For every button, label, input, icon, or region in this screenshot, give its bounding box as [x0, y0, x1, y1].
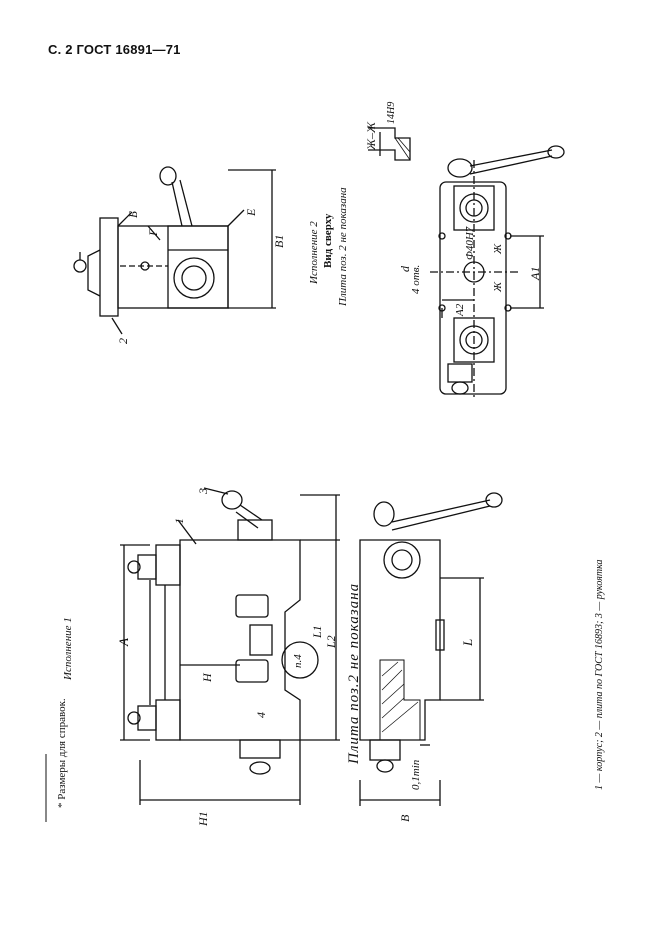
dim-h1: H1 — [196, 811, 210, 826]
front-view-variant-1 — [120, 487, 340, 805]
variant-1-label: Исполнение 1 — [62, 617, 74, 680]
dim-a1: A1 — [528, 266, 542, 280]
ref-p4: п.4 — [292, 654, 304, 668]
letter-g: Г — [146, 229, 160, 236]
dim-min: 0,1min — [410, 759, 422, 790]
callout-1: 1 — [172, 518, 186, 524]
side-view-section — [359, 492, 503, 806]
footnote-legend: 1 — корпус; 2 — плита по ГОСТ 16893; 3 —… — [594, 559, 605, 791]
holes-count: 4 отв. — [410, 264, 422, 294]
letter-b: Б — [126, 210, 140, 218]
dim-a: A — [116, 638, 131, 646]
page-header: С. 2 ГОСТ 16891—71 — [48, 42, 181, 57]
dim-l: L — [460, 638, 475, 646]
dim-b: B — [398, 814, 412, 822]
callout-4: 4 — [254, 712, 268, 718]
letter-zh-2: Ж — [492, 243, 504, 254]
dim-l1: L1 — [310, 625, 324, 638]
top-view — [430, 145, 565, 400]
section-label: Ж–Ж — [364, 122, 378, 150]
plate-note-lower: Плита поз.2 не показана — [346, 582, 362, 764]
dim-a2: A2 — [454, 303, 466, 316]
side-view-top — [73, 166, 276, 335]
fit-40h7: Ф40Н7 — [464, 226, 476, 260]
footnote-reference: * Размеры для справок. — [56, 698, 68, 808]
callout-3: 3 — [196, 488, 210, 494]
top-view-label: Вид сверху — [322, 213, 334, 268]
dim-h: H — [200, 673, 214, 682]
fit-14h9: 14H9 — [386, 101, 397, 124]
dim-l2: L2 — [324, 635, 338, 648]
letter-e: Е — [244, 208, 258, 216]
letter-zh-1: Ж — [492, 281, 504, 292]
dim-b1: B1 — [272, 234, 286, 248]
callout-2-top: 2 — [116, 338, 130, 344]
section-detail — [368, 127, 411, 161]
variant-2-label: Исполнение 2 — [308, 221, 320, 284]
plate-note-top: Плита поз. 2 не показана — [337, 187, 349, 306]
